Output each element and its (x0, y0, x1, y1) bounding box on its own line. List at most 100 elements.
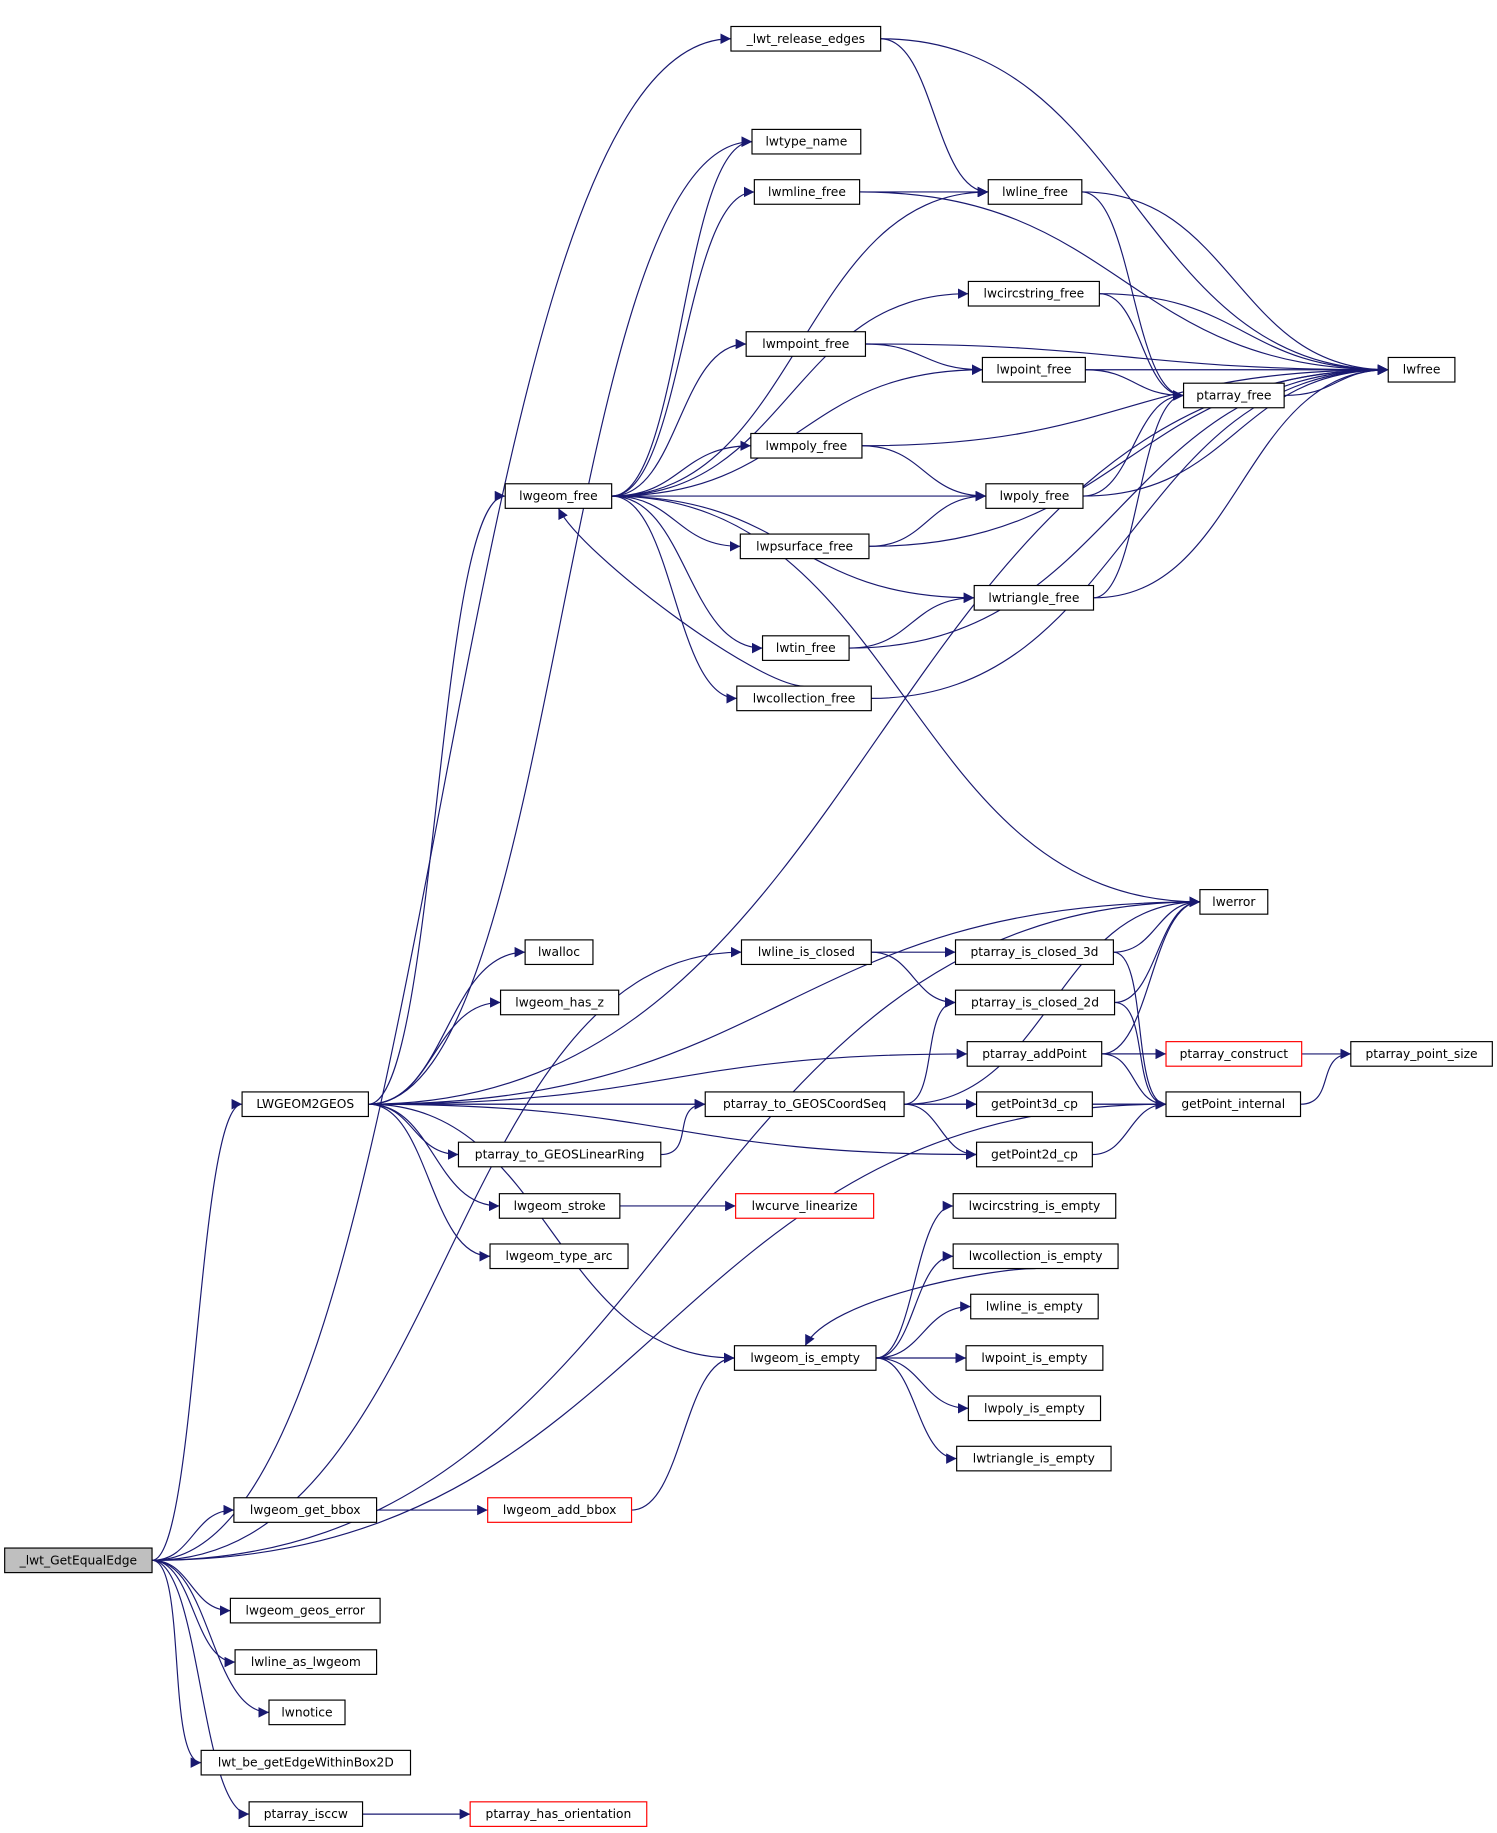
node-lwmpoint_free[interactable]: lwmpoint_free (745, 331, 867, 357)
node-lwline_is_empty[interactable]: lwline_is_empty (970, 1293, 1099, 1320)
node-box (735, 1193, 875, 1219)
node-label: ptarray_to_GEOSLinearRing (475, 1147, 645, 1161)
edge-lwline_free-to-lwfree (1081, 191, 1389, 375)
node-lwalloc[interactable]: lwalloc (524, 939, 594, 966)
node-getPoint2d_cp[interactable]: getPoint2d_cp (975, 1141, 1093, 1168)
node-box (967, 280, 1100, 307)
node-box (967, 1395, 1102, 1422)
node-lwline_is_closed[interactable]: lwline_is_closed (740, 939, 872, 966)
node-label: lwline_free (1002, 185, 1068, 199)
node-lwtin_free[interactable]: lwtin_free (761, 635, 850, 661)
node-box (499, 989, 620, 1016)
node-_lwt_GetEqualEdge[interactable]: _lwt_GetEqualEdge (4, 1547, 153, 1574)
node-lwtriangle_free[interactable]: lwtriangle_free (973, 584, 1095, 611)
edge-lwcircstring_free-to-ptarray_free (1099, 293, 1184, 401)
node-lwgeom_type_arc[interactable]: lwgeom_type_arc (489, 1243, 629, 1270)
node-box (704, 1091, 905, 1118)
node-lwtriangle_is_empty[interactable]: lwtriangle_is_empty (956, 1445, 1112, 1472)
node-lwtype_name[interactable]: lwtype_name (751, 128, 862, 155)
node-getPoint_internal[interactable]: getPoint_internal (1165, 1091, 1302, 1118)
edge-_lwt_GetEqualEdge-to-lwgeom_get_bbox (152, 1504, 234, 1561)
node-lwcircstring_is_empty[interactable]: lwcircstring_is_empty (952, 1193, 1117, 1219)
node-label: lwerror (1212, 895, 1256, 909)
edge-lwpsurface_free-to-lwpoly_free (868, 490, 986, 547)
node-lwmline_free[interactable]: lwmline_free (753, 179, 861, 205)
node-ptarray_construct[interactable]: ptarray_construct (1165, 1041, 1303, 1067)
node-ptarray_is_closed_2d[interactable]: ptarray_is_closed_2d (954, 989, 1116, 1016)
node-label: ptarray_free (1196, 388, 1271, 402)
node-lwt_be_getEdgeWithinBox2D[interactable]: lwt_be_getEdgeWithinBox2D (200, 1749, 412, 1776)
node-label: lwcircstring_free (984, 287, 1085, 301)
edge-lwgeom_is_empty-to-lwpoly_is_empty (875, 1357, 969, 1414)
node-getPoint3d_cp[interactable]: getPoint3d_cp (975, 1091, 1093, 1118)
node-label: lwnotice (281, 1705, 332, 1719)
node-label: lwtype_name (766, 135, 848, 149)
edge-ptarray_is_closed_2d-to-lwerror (1114, 896, 1200, 1004)
node-ptarray_addPoint[interactable]: ptarray_addPoint (966, 1041, 1103, 1067)
node-lwgeom_is_empty[interactable]: lwgeom_is_empty (733, 1345, 877, 1371)
node-ptarray_point_size[interactable]: ptarray_point_size (1350, 1041, 1493, 1067)
edge-lwline_is_closed-to-ptarray_is_closed_2d (871, 951, 956, 1008)
node-lwgeom_add_bbox[interactable]: lwgeom_add_bbox (487, 1497, 633, 1523)
edge-lwgeom_free-to-lwcircstring_free (611, 288, 969, 497)
node-label: lwpoint_free (996, 363, 1071, 377)
node-box (504, 483, 613, 509)
edge-lwgeom_free-to-lwerror (611, 495, 1200, 908)
node-lwline_free[interactable]: lwline_free (987, 179, 1083, 205)
edge-lwtin_free-to-lwtriangle_free (849, 592, 975, 649)
edge-LWGEOM2GEOS-to-lwalloc (368, 946, 526, 1105)
node-lwpoint_free[interactable]: lwpoint_free (981, 356, 1086, 383)
node-box (1165, 1041, 1303, 1067)
edge-LWGEOM2GEOS-to-lwfree (368, 364, 1389, 1105)
node-lwcollection_free[interactable]: lwcollection_free (736, 685, 872, 712)
node-lwerror[interactable]: lwerror (1199, 889, 1269, 915)
edge-_lwt_GetEqualEdge-to-lwline_is_closed (152, 946, 742, 1561)
node-label: ptarray_is_closed_3d (970, 945, 1098, 959)
node-lwpoint_is_empty[interactable]: lwpoint_is_empty (965, 1345, 1104, 1371)
node-ptarray_is_closed_3d[interactable]: ptarray_is_closed_3d (954, 939, 1114, 966)
node-lwpsurface_free[interactable]: lwpsurface_free (739, 533, 870, 560)
edge-_lwt_GetEqualEdge-to-getPoint_internal (152, 1098, 1167, 1561)
edge-_lwt_release_edges-to-lwline_free (880, 38, 989, 198)
node-lwgeom_free[interactable]: lwgeom_free (504, 483, 613, 509)
node-ptarray_free[interactable]: ptarray_free (1182, 382, 1285, 409)
node-label: lwcollection_is_empty (969, 1249, 1103, 1263)
node-LWGEOM2GEOS[interactable]: LWGEOM2GEOS (241, 1091, 369, 1118)
node-ptarray_isccw[interactable]: ptarray_isccw (248, 1801, 364, 1827)
edge-lwgeom_free-to-lwtin_free (611, 495, 763, 654)
node-box (489, 1243, 629, 1270)
node-ptarray_has_orientation[interactable]: ptarray_has_orientation (469, 1801, 648, 1827)
node-lwpoly_free[interactable]: lwpoly_free (985, 483, 1084, 509)
node-label: lwpsurface_free (756, 539, 853, 553)
edge-lwcollection_free-to-lwgeom_free (557, 508, 805, 687)
node-lwnotice[interactable]: lwnotice (268, 1699, 346, 1726)
node-ptarray_to_GEOSLinearRing[interactable]: ptarray_to_GEOSLinearRing (457, 1141, 662, 1168)
node-label: ptarray_addPoint (982, 1047, 1087, 1061)
node-label: lwalloc (538, 945, 580, 959)
node-lwfree[interactable]: lwfree (1387, 356, 1456, 383)
edge-getPoint2d_cp-to-getPoint_internal (1092, 1098, 1167, 1156)
node-_lwt_release_edges[interactable]: _lwt_release_edges (730, 25, 882, 52)
node-lwgeom_get_bbox[interactable]: lwgeom_get_bbox (233, 1497, 378, 1523)
node-box (981, 356, 1086, 383)
node-box (745, 331, 867, 357)
node-lwgeom_stroke[interactable]: lwgeom_stroke (498, 1193, 621, 1219)
node-box (761, 635, 850, 661)
node-lwgeom_geos_error[interactable]: lwgeom_geos_error (229, 1597, 381, 1624)
node-lwline_as_lwgeom[interactable]: lwline_as_lwgeom (234, 1649, 378, 1675)
edge-lwgeom_free-to-lwcollection_free (611, 495, 737, 704)
edge-lwline_free-to-ptarray_free (1081, 191, 1184, 401)
node-lwgeom_has_z[interactable]: lwgeom_has_z (499, 989, 620, 1016)
node-ptarray_to_GEOSCoordSeq[interactable]: ptarray_to_GEOSCoordSeq (704, 1091, 905, 1118)
edge-LWGEOM2GEOS-to-ptarray_to_GEOSLinearRing (368, 1103, 459, 1160)
node-box (234, 1649, 378, 1675)
node-label: lwgeom_is_empty (750, 1351, 860, 1365)
node-lwpoly_is_empty[interactable]: lwpoly_is_empty (967, 1395, 1102, 1422)
node-lwcurve_linearize[interactable]: lwcurve_linearize (735, 1193, 875, 1219)
node-lwmpoly_free[interactable]: lwmpoly_free (750, 432, 863, 459)
edge-ptarray_is_closed_3d-to-getPoint_internal (1113, 951, 1167, 1110)
node-lwcircstring_free[interactable]: lwcircstring_free (967, 280, 1100, 307)
edge-ptarray_addPoint-to-lwerror (1101, 896, 1200, 1055)
node-lwcollection_is_empty[interactable]: lwcollection_is_empty (952, 1243, 1119, 1270)
edge-LWGEOM2GEOS-to-lwgeom_type_arc (368, 1103, 491, 1262)
